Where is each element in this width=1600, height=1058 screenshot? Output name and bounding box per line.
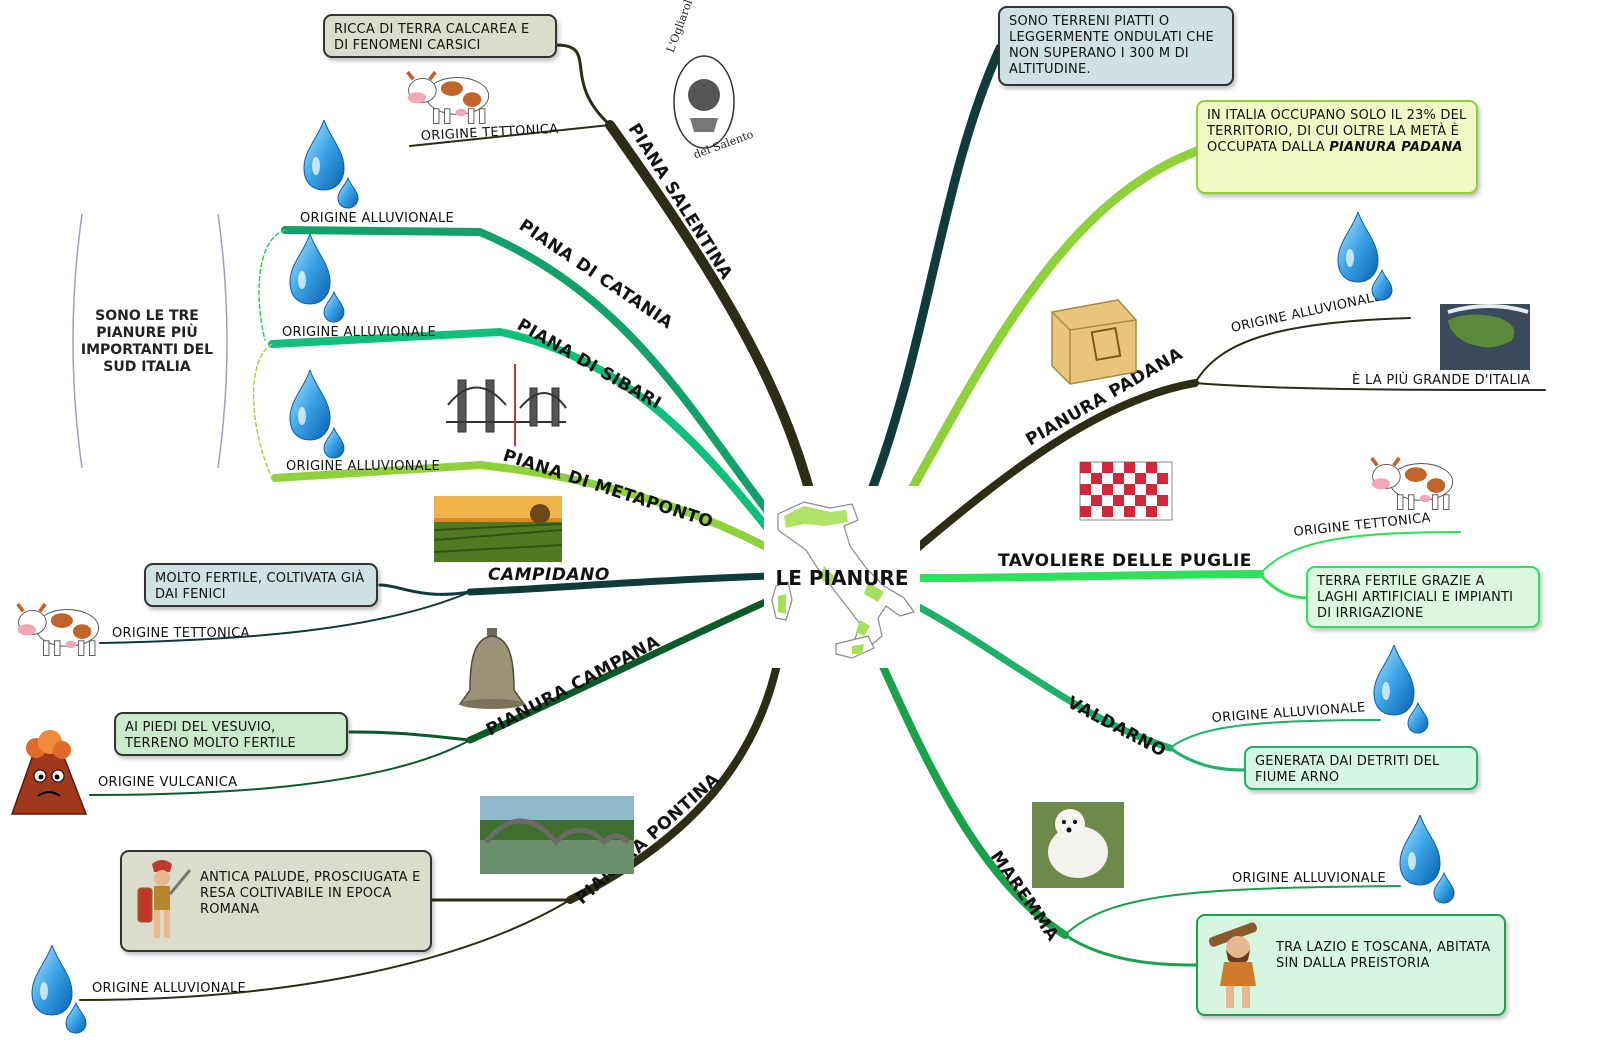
branch-piana-salentina: [605, 120, 817, 505]
water-drop-icon: [303, 120, 359, 209]
branch-definition: [863, 43, 1005, 505]
origin-piana-salentina: ORIGINE TETTONICA: [420, 122, 558, 144]
branch-tavoliere: [916, 570, 1264, 582]
water-drop-icon: [1337, 212, 1393, 301]
water-drop-icon: [289, 370, 345, 459]
satellite-icon: [1440, 304, 1530, 370]
branch-piana-sibari: [268, 327, 789, 554]
branch-piana-catania: [281, 226, 794, 544]
note-tavoliere[interactable]: TERRA FERTILE GRAZIE A LAGHI ARTIFICIALI…: [1306, 566, 1540, 628]
branch-piana-metaponto: [271, 460, 794, 564]
branch-lines-left: [79, 43, 817, 1001]
water-drop-icon: [31, 945, 87, 1034]
note-campidano[interactable]: MOLTO FERTILE, COLTIVATA GIÀ DAI FENICI: [144, 563, 378, 607]
branch-pianura-pontina: [566, 646, 784, 904]
note-italia-text: IN ITALIA OCCUPANO SOLO IL 23% DEL TERRI…: [1207, 108, 1467, 155]
volcano-icon: [10, 730, 88, 815]
soldier-icon: [137, 860, 192, 938]
note-pianura-pontina[interactable]: ANTICA PALUDE, PROSCIUGATA E RESA COLTIV…: [120, 850, 432, 952]
origin-maremma: ORIGINE ALLUVIONALE: [1232, 871, 1386, 886]
bridge-icon: [446, 364, 567, 446]
cow-icon: [1369, 456, 1455, 512]
water-drop-icon: [289, 234, 345, 323]
note-definition[interactable]: SONO TERRENI PIATTI O LEGGERMENTE ONDULA…: [998, 6, 1234, 86]
note-italia[interactable]: IN ITALIA OCCUPANO SOLO IL 23% DEL TERRI…: [1196, 100, 1478, 194]
branch-maremma: [876, 656, 1069, 939]
origin-campidano: ORIGINE TETTONICA: [112, 626, 250, 641]
branch-italia: [895, 145, 1205, 515]
water-drop-icon: [1373, 645, 1429, 734]
note-valdarno[interactable]: GENERATA DAI DETRITI DEL FIUME ARNO: [1244, 746, 1478, 790]
origin-pianura-campana: ORIGINE VULCANICA: [98, 775, 237, 790]
branch-pianura-campana: [466, 596, 774, 744]
cheese-icon: [1051, 299, 1137, 385]
origin-pianura-padana: ORIGINE ALLUVIONALE: [1230, 289, 1384, 336]
note-pianura-campana[interactable]: AI PIEDI DEL VESUVIO, TERRENO MOLTO FERT…: [114, 712, 348, 756]
dog-icon: [1032, 802, 1124, 888]
note-pianura-padana: È LA PIÙ GRANDE D'ITALIA: [1352, 372, 1530, 388]
tablecloth-icon: [1079, 461, 1173, 521]
river-bridge-picture-icon: [480, 796, 634, 874]
note-pianura-pontina-text: ANTICA PALUDE, PROSCIUGATA E RESA COLTIV…: [200, 870, 421, 917]
cow-icon: [405, 70, 491, 126]
origin-pianura-pontina: ORIGINE ALLUVIONALE: [92, 981, 246, 996]
cow-icon: [15, 602, 101, 658]
note-maremma[interactable]: TRA LAZIO E TOSCANA, ABITATA SIN DALLA P…: [1196, 914, 1506, 1016]
logo-icon: [673, 55, 735, 149]
branch-pianura-padana: [911, 379, 1199, 554]
label-piana-catania: PIANA DI CATANIA: [515, 216, 677, 334]
branch-valdarno: [911, 601, 1174, 752]
origin-piana-catania: ORIGINE ALLUVIONALE: [300, 211, 454, 226]
italy-map-icon: [771, 501, 915, 659]
central-node[interactable]: LE PIANURE: [764, 486, 920, 668]
branch-lines-right: [863, 43, 1546, 967]
label-campidano: CAMPIDANO: [488, 565, 610, 585]
bell-icon: [458, 628, 526, 709]
central-title: LE PIANURE: [775, 566, 909, 590]
water-drop-icon: [1399, 815, 1455, 904]
note-maremma-text: TRA LAZIO E TOSCANA, ABITATA SIN DALLA P…: [1276, 940, 1491, 971]
origin-piana-sibari: ORIGINE ALLUVIONALE: [282, 325, 436, 340]
note-piana-salentina[interactable]: RICCA DI TERRA CALCAREA E DI FENOMENI CA…: [323, 14, 557, 58]
note-italia-emphasis: PIANURA PADANA: [1329, 140, 1463, 155]
bracket-text: SONO LE TRE PIANURE PIÙ IMPORTANTI DEL S…: [80, 308, 214, 375]
label-tavoliere: TAVOLIERE DELLE PUGLIE: [998, 551, 1252, 571]
origin-piana-metaponto: ORIGINE ALLUVIONALE: [286, 459, 440, 474]
landscape-icon: [433, 496, 563, 562]
branch-campidano: [466, 572, 774, 596]
caveman-icon: [1208, 922, 1258, 1008]
bracket: [72, 213, 228, 469]
label-valdarno: VALDARNO: [1064, 693, 1170, 762]
